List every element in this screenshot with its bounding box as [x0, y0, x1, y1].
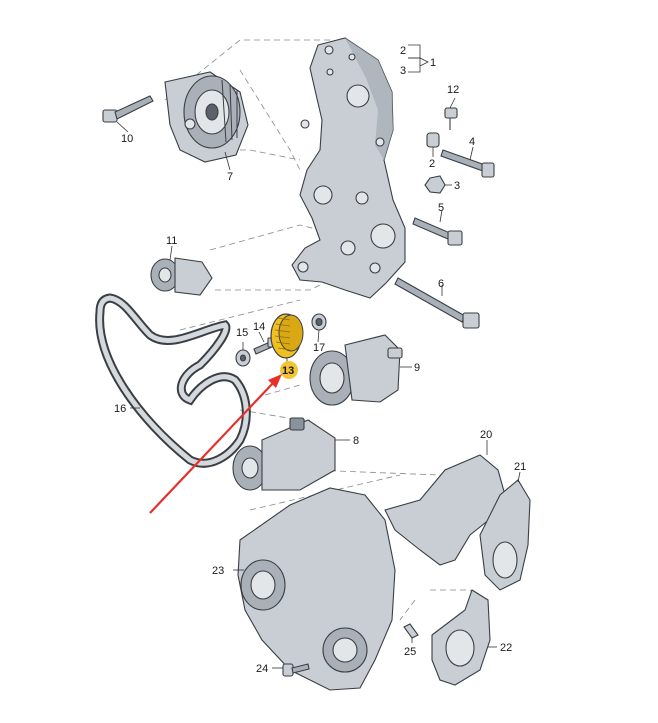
callout-2-top: 2: [400, 45, 406, 57]
highlight-circle: [280, 361, 298, 379]
poly-v-belt-part-16[interactable]: [95, 293, 251, 468]
leader-lines: [116, 44, 521, 669]
callout-23: 23: [212, 565, 224, 577]
callout-3-top: 3: [400, 65, 406, 77]
washer-part-17[interactable]: [311, 313, 327, 331]
callout-21: 21: [514, 461, 526, 473]
pin-part-25[interactable]: [403, 623, 419, 639]
bolt-part-10[interactable]: [102, 95, 154, 123]
callout-13: 13: [282, 365, 294, 377]
callout-12: 12: [447, 84, 459, 96]
lower-cover-part-22[interactable]: [431, 589, 491, 686]
callout-3: 3: [454, 180, 460, 192]
callout-labels: 1 2 3 12 2 4 3 5 6 10 7 11 15 14 17 13 9…: [114, 45, 526, 675]
alternator-part[interactable]: [164, 71, 249, 163]
callout-4: 4: [469, 136, 475, 148]
callout-20: 20: [480, 429, 492, 441]
bolt-part-6[interactable]: [394, 277, 480, 329]
bolt-part-5[interactable]: [412, 217, 463, 246]
highlighted-pulley-part-13[interactable]: [270, 313, 304, 359]
callout-5: 5: [438, 202, 444, 214]
washer-part-15[interactable]: [235, 349, 251, 367]
callout-6: 6: [438, 278, 444, 290]
callout-22: 22: [500, 642, 512, 654]
engine-bracket-part[interactable]: [291, 37, 406, 299]
ac-compressor-part-8[interactable]: [232, 417, 336, 491]
callout-8: 8: [353, 435, 359, 447]
callout-2: 2: [429, 158, 435, 170]
callout-16: 16: [114, 403, 126, 415]
bolt-part-24[interactable]: [282, 663, 310, 677]
bolt-part-12[interactable]: [444, 107, 458, 130]
timing-cover-part-23[interactable]: [237, 487, 396, 691]
power-steering-pump-part-9[interactable]: [309, 334, 403, 406]
callout-9: 9: [414, 362, 420, 374]
nut-part-3[interactable]: [424, 175, 446, 194]
rear-cover-part-21[interactable]: [479, 479, 531, 591]
callout-10: 10: [121, 133, 133, 145]
callout-17: 17: [313, 342, 325, 354]
callout-24: 24: [256, 663, 268, 675]
idler-pulley-part-11[interactable]: [150, 257, 213, 296]
sleeve-part-2[interactable]: [426, 132, 440, 148]
callout-1: 1: [430, 57, 436, 69]
callout-15: 15: [236, 327, 248, 339]
bolt-part-4[interactable]: [440, 149, 495, 178]
callout-25: 25: [404, 646, 416, 658]
red-pointer-arrow: [149, 374, 282, 514]
callout-11: 11: [166, 235, 177, 247]
callout-7: 7: [227, 171, 233, 183]
callout-14: 14: [253, 321, 265, 333]
